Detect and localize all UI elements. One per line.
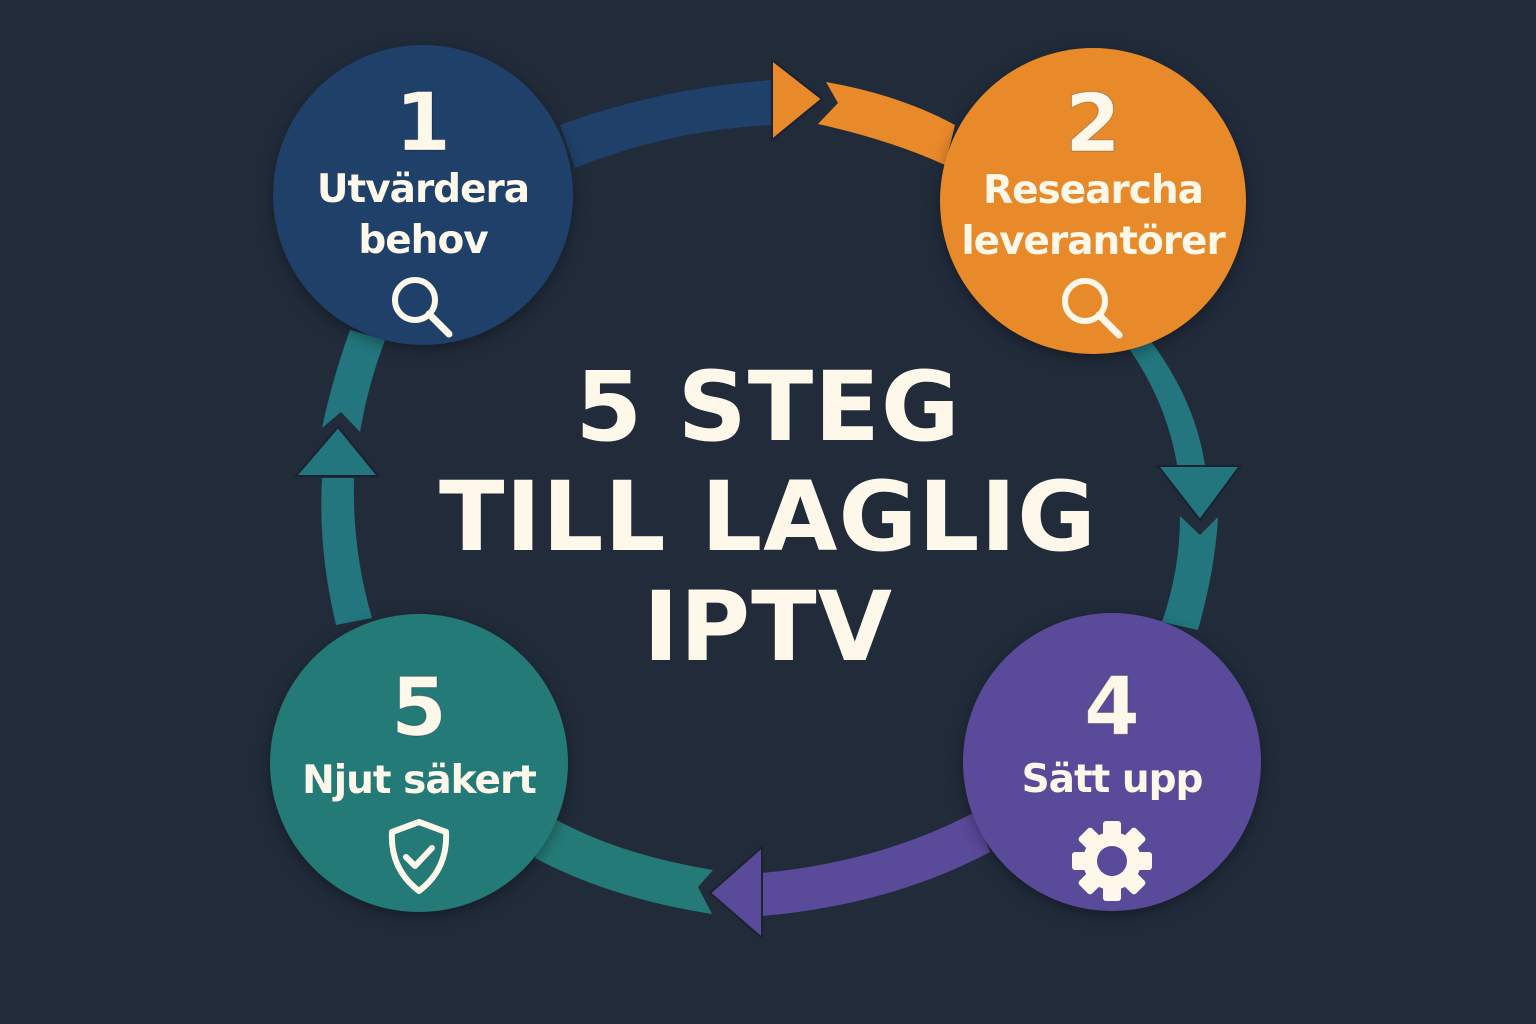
arrow-step5-to-1 xyxy=(321,478,372,625)
search-icon xyxy=(1062,278,1123,339)
shield-check-icon xyxy=(388,818,450,894)
title-line-1: 5 STEG xyxy=(575,351,961,463)
arrow-tail-step4 xyxy=(1162,516,1218,630)
step-1-circle: 1 Utvärdera behov xyxy=(273,45,573,345)
step-4-label: Sätt upp xyxy=(1021,757,1204,802)
arrow-step1-to-2 xyxy=(560,80,772,168)
arrowhead-step5-to-1 xyxy=(293,425,381,477)
step-4-circle: 4 Sätt upp xyxy=(963,613,1261,911)
arrow-tail-step1 xyxy=(322,330,385,432)
diagram-title: 5 STEG TILL LAGLIG IPTV xyxy=(418,352,1118,682)
arrow-step2-to-4 xyxy=(1130,340,1205,470)
arrowhead-step4-to-5 xyxy=(708,844,763,941)
arrow-step4-to-5 xyxy=(762,812,990,916)
title-line-2: TILL LAGLIG xyxy=(439,461,1097,573)
step-1-number: 1 xyxy=(395,76,452,169)
step-1-label: Utvärdera behov xyxy=(316,167,530,263)
arrow-tail-step2 xyxy=(818,82,955,165)
search-icon xyxy=(392,277,453,338)
arrowhead-step2-to-4 xyxy=(1155,465,1242,522)
step-5-number: 5 xyxy=(391,661,448,754)
arrow-tail-step5 xyxy=(535,818,713,914)
step-4-number: 4 xyxy=(1084,660,1141,753)
step-2-number: 2 xyxy=(1065,77,1122,170)
gear-icon xyxy=(1072,820,1152,901)
arrowhead-step1-to-2 xyxy=(771,57,824,143)
title-line-3: IPTV xyxy=(643,571,893,683)
step-2-circle: 2 Researcha leverantörer xyxy=(940,48,1246,354)
step-5-label: Njut säkert xyxy=(302,758,537,803)
step-2-label: Researcha leverantörer xyxy=(961,168,1225,264)
step-5-circle: 5 Njut säkert xyxy=(270,614,568,912)
